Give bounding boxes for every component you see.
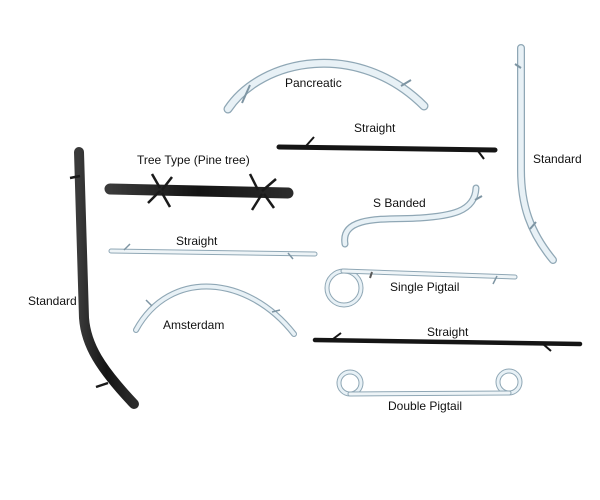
double-pigtail-stent bbox=[336, 368, 523, 397]
amsterdam-label: Amsterdam bbox=[163, 318, 224, 332]
pancreatic-label: Pancreatic bbox=[285, 76, 342, 90]
straight-middle-label: Straight bbox=[176, 234, 218, 248]
s-banded-stent bbox=[341, 184, 483, 248]
s-banded-label: S Banded bbox=[373, 196, 426, 210]
single-pigtail-stent bbox=[324, 268, 518, 308]
tree-type-stent bbox=[104, 173, 294, 211]
straight-stent-top bbox=[276, 136, 498, 160]
straight-bottom-label: Straight bbox=[427, 325, 469, 339]
tree-type-label: Tree Type (Pine tree) bbox=[137, 153, 250, 167]
standard-right-label: Standard bbox=[533, 152, 582, 166]
standard-left-label: Standard bbox=[28, 294, 77, 308]
amsterdam-stent bbox=[133, 283, 297, 337]
straight-stent-middle bbox=[108, 243, 318, 260]
straight-top-label: Straight bbox=[354, 121, 396, 135]
double-pigtail-label: Double Pigtail bbox=[388, 399, 462, 413]
pancreatic-stent bbox=[223, 58, 429, 114]
standard-stent-right bbox=[514, 44, 557, 264]
single-pigtail-label: Single Pigtail bbox=[390, 280, 459, 294]
standard-stent-left bbox=[69, 147, 139, 409]
straight-stent-bottom bbox=[312, 332, 583, 352]
